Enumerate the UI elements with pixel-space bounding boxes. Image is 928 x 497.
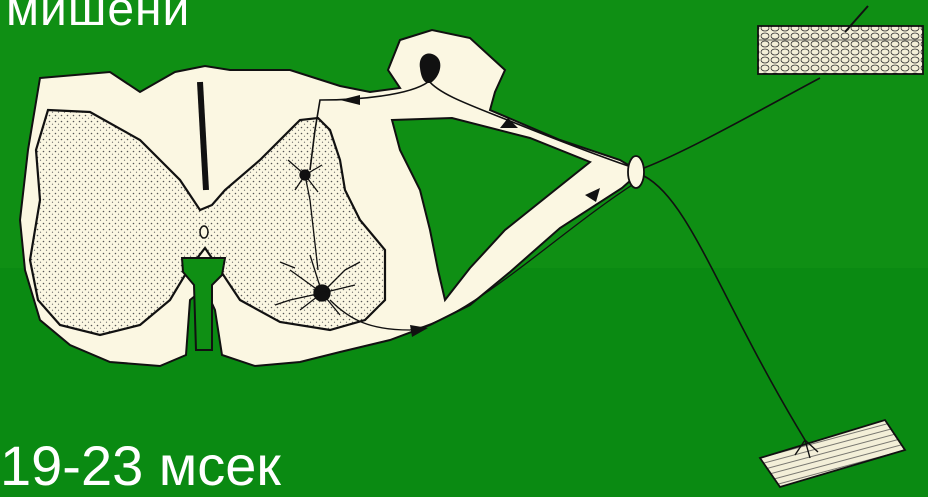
- nerve-to-muscle: [644, 176, 805, 440]
- spinal-nerve-junction: [628, 156, 644, 188]
- latency-label: 19-23 мсек: [0, 438, 281, 494]
- skin-receptor: [758, 6, 923, 74]
- muscle-effector: [760, 420, 905, 487]
- central-canal: [200, 226, 208, 238]
- nerve-to-skin: [644, 78, 820, 168]
